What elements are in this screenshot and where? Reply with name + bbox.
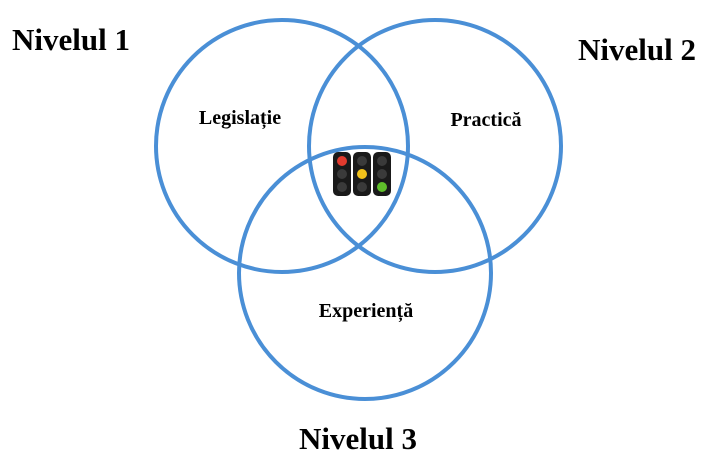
circle-practica [307, 18, 563, 274]
level-1-label: Nivelul 1 [12, 22, 130, 57]
circle-label-legislatie: Legislație [199, 107, 281, 130]
traffic-lights-icon [333, 152, 391, 196]
circle-experienta [237, 145, 493, 401]
circle-legislatie [154, 18, 410, 274]
circle-label-practica: Practică [450, 109, 521, 131]
circle-label-experienta: Experiență [319, 300, 413, 323]
level-2-label: Nivelul 2 [578, 32, 696, 67]
level-3-label: Nivelul 3 [299, 421, 417, 456]
